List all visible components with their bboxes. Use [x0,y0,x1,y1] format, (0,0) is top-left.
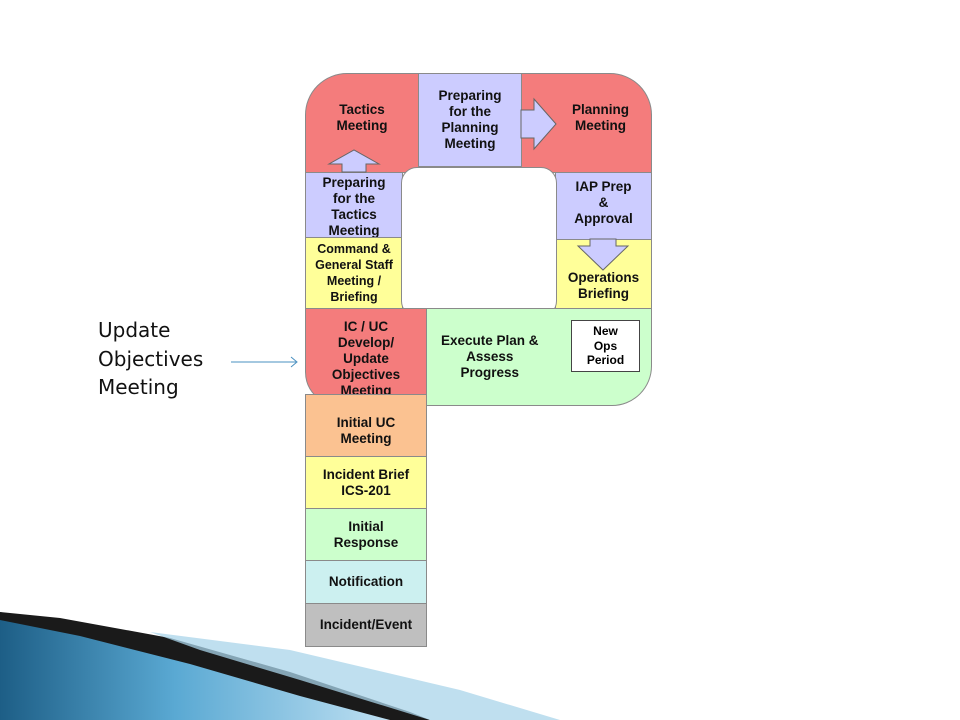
callout-arrowhead-icon [290,356,298,368]
initial-response-block: Initial Response [305,508,427,561]
tactics-meeting-label: Tactics Meeting [336,102,388,133]
new-ops-period-box: New Ops Period [571,320,640,372]
incident-event-label: Incident/Event [319,617,413,632]
preparing-planning-label: Preparing for the Planning Meeting [438,88,502,151]
initial-response-label: Initial Response [333,518,399,550]
command-general-block: Command & General Staff Meeting / Briefi… [305,237,403,309]
incident-brief-block: Incident Brief ICS-201 [305,456,427,509]
arrow-down-icon [576,238,630,271]
execute-plan-label: Execute Plan & Assess Progress [441,333,539,380]
initial-uc-block: Initial UC Meeting [305,394,427,457]
arrow-up-icon [327,149,381,173]
planning-meeting-label: Planning Meeting [572,102,629,133]
ic-uc-develop-block: IC / UC Develop/ Update Objectives Meeti… [305,308,427,406]
iap-prep-label: IAP Prep & Approval [574,179,633,226]
new-ops-period-label: New Ops Period [586,324,625,368]
incident-brief-label: Incident Brief ICS-201 [322,466,410,498]
operations-briefing-label: Operations Briefing [567,270,640,301]
callout-label: Update Objectives Meeting [98,318,204,399]
command-general-label: Command & General Staff Meeting / Briefi… [315,242,393,304]
preparing-tactics-label: Preparing for the Tactics Meeting [322,175,386,238]
notification-label: Notification [328,574,404,589]
notification-block: Notification [305,560,427,604]
preparing-tactics-block: Preparing for the Tactics Meeting [305,172,403,238]
center-hole [401,167,557,317]
arrow-right-icon [520,97,557,151]
incident-event-block: Incident/Event [305,603,427,647]
initial-uc-label: Initial UC Meeting [336,414,396,446]
